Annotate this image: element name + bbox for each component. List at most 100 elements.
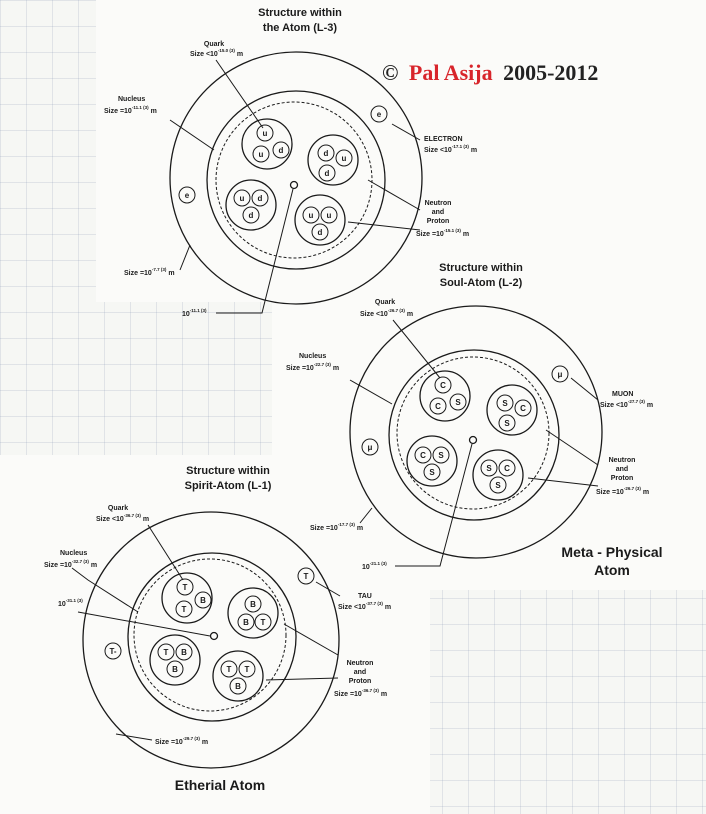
atom-l2-np-2: and <box>616 466 628 473</box>
quark: u <box>263 129 268 138</box>
atom-l2-cluster-4 <box>472 449 524 501</box>
atom-l3-atom-size: Size =10-7.7 (3)m <box>124 267 175 277</box>
atom-l3-nucleus-label: Nucleus <box>118 96 145 103</box>
quark: d <box>279 146 284 155</box>
quark: S <box>486 464 492 473</box>
atom-l1-tau-label: TAU <box>358 593 372 600</box>
atom-l3: Structure within the Atom (L-3) u u d d … <box>104 7 477 318</box>
quark: T <box>245 665 250 674</box>
atom-l1-atom-size: Size =10-29.7 (3)m <box>155 736 208 746</box>
quark: d <box>258 194 263 203</box>
panel-l3 <box>96 0 706 302</box>
atom-l1-nucleus-circle <box>127 552 297 722</box>
atom-l1-quark-label: Quark <box>108 505 128 512</box>
atom-l1-cluster-3 <box>149 634 201 686</box>
atom-l2-center-size: 10-21.1 (3) <box>362 561 387 571</box>
atom-l3-cluster-3 <box>225 179 277 231</box>
atom-l2-muon-1 <box>551 365 569 383</box>
quark: T <box>182 605 187 614</box>
atom-l2-cluster-1 <box>419 370 471 422</box>
atom-l3-center-size: 10-11.1 (3) <box>182 308 207 318</box>
copyright: © Pal Asija 2005-2012 <box>382 60 598 85</box>
quark: C <box>504 464 510 473</box>
quark: T <box>183 583 188 592</box>
atom-l1-tau-size: Size <10-37.7 (3)m <box>338 601 391 611</box>
atom-l2-quark-size: Size <10-26.7 (3)m <box>360 308 413 318</box>
quark: B <box>235 682 241 691</box>
muon-label: μ <box>368 443 373 452</box>
atom-l1-cluster-4 <box>212 650 264 702</box>
atom-l2-caption-1: Meta - Physical <box>561 544 662 560</box>
atom-l2-nucleus-boundary <box>396 356 550 510</box>
atom-l1-np-3: Proton <box>349 678 372 685</box>
quark: u <box>342 154 347 163</box>
atom-l1-tau-2 <box>104 642 122 660</box>
atom-l2-np-1: Neutron <box>609 457 636 464</box>
quark: S <box>504 419 510 428</box>
atom-l2-title-2: Soul-Atom (L-2) <box>440 277 523 289</box>
atom-l1-nucleus-label: Nucleus <box>60 550 87 557</box>
quark: C <box>420 451 426 460</box>
quark: d <box>324 149 329 158</box>
quark: C <box>520 404 526 413</box>
atom-l3-nucleus-circle <box>206 90 386 270</box>
atom-l3-np-size: Size =10-15.1 (3)m <box>416 228 469 238</box>
quark: B <box>172 665 178 674</box>
atom-l1-np-1: Neutron <box>347 660 374 667</box>
atom-l1-quarks: T B T B B T T B B T T B <box>157 578 272 695</box>
quark: d <box>325 169 330 178</box>
quark: u <box>240 194 245 203</box>
quark: u <box>259 150 264 159</box>
panel-l1 <box>0 455 430 814</box>
atom-l2-title-1: Structure within <box>439 262 523 274</box>
atom-l3-quark-size: Size <10-15.0 (3)m <box>190 48 243 58</box>
quark: T <box>261 618 266 627</box>
atom-l3-nucleus-boundary <box>215 101 373 259</box>
atom-l2-center-dot <box>468 435 478 445</box>
atom-l3-electron-2 <box>178 186 196 204</box>
quark: u <box>309 211 314 220</box>
atom-l1-caption: Etherial Atom <box>175 777 266 793</box>
atom-l2-cluster-3 <box>406 435 458 487</box>
quark: T <box>227 665 232 674</box>
atom-l2-outer-shell <box>349 305 603 559</box>
quark: S <box>502 399 508 408</box>
atom-l2-muon-size: Size <10-27.7 (3)m <box>600 399 653 409</box>
quark: S <box>455 398 461 407</box>
electron-label: e <box>377 110 382 119</box>
atom-l2-quarks: C C S S C S C S S S C S <box>414 376 532 494</box>
atom-l2-cluster-2 <box>486 384 538 436</box>
atom-l1-center-size: 10-31.1 (3) <box>58 598 83 608</box>
atom-l2-caption-2: Atom <box>594 562 630 578</box>
atom-l2-np-3: Proton <box>611 475 634 482</box>
quark: C <box>440 381 446 390</box>
atom-l1-nucleus-size: Size =10-32.7 (3)m <box>44 559 97 569</box>
atom-l1-cluster-1 <box>161 572 213 624</box>
atom-l3-electron-label: ELECTRON <box>424 136 463 143</box>
atom-l1-nucleus-boundary <box>133 558 287 712</box>
atom-l1-title-1: Structure within <box>186 465 270 477</box>
muon-label: μ <box>558 370 563 379</box>
atom-l3-title-1: Structure within <box>258 7 342 19</box>
atom-l3-outer-shell <box>169 51 423 305</box>
atom-l2-nucleus-circle <box>388 349 560 521</box>
atom-l3-np-2: and <box>432 209 444 216</box>
atom-l1-np-2: and <box>354 669 366 676</box>
atom-l1: Structure within Spirit-Atom (L-1) T B T… <box>44 465 391 793</box>
quark: B <box>243 618 249 627</box>
tau-particle-label: T <box>304 572 309 581</box>
atom-l3-electron-size: Size <10-17.1 (3)m <box>424 144 477 154</box>
atom-l2: Structure within Soul-Atom (L-2) C C S S… <box>286 262 663 578</box>
electron-label: e <box>185 191 190 200</box>
atom-l1-np-size: Size =10-36.7 (3)m <box>334 688 387 698</box>
atom-l1-title-2: Spirit-Atom (L-1) <box>185 480 272 492</box>
atom-l1-tau-1 <box>297 567 315 585</box>
quark: T <box>164 648 169 657</box>
quark: S <box>429 468 435 477</box>
atom-l3-cluster-2 <box>307 134 359 186</box>
atom-l2-quark-label: Quark <box>375 299 395 306</box>
atom-l2-atom-size: Size =10-17.7 (3)m <box>310 522 363 532</box>
atom-l3-quark-label: Quark <box>204 41 224 48</box>
quark: B <box>250 600 256 609</box>
